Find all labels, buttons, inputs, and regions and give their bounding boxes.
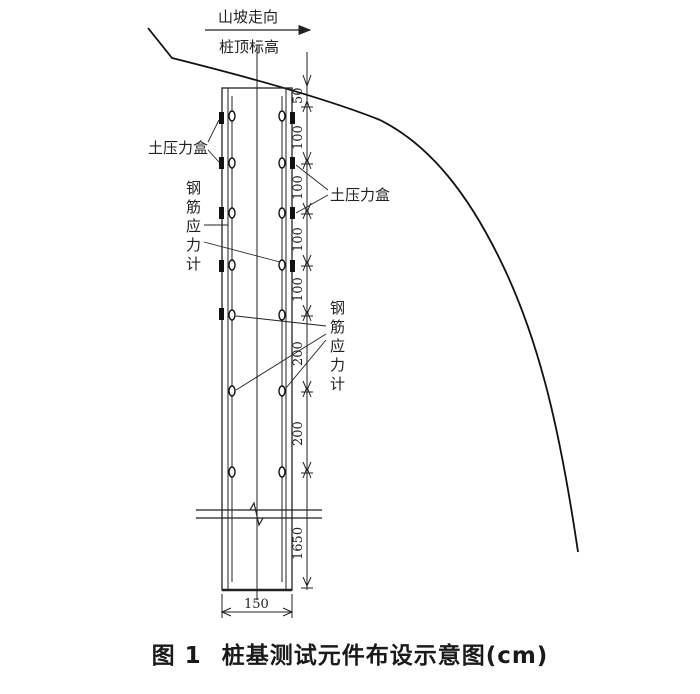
rebar-gauge-char: 钢 — [330, 299, 345, 317]
dim-label: 1650 — [291, 527, 306, 560]
dim-label: 200 — [291, 341, 306, 366]
gauge-marker — [278, 385, 286, 397]
width-dimension — [220, 594, 294, 618]
rebar-lines — [231, 96, 283, 582]
rebar-gauge-char: 筋 — [330, 318, 345, 336]
slope-direction-label: 山坡走向 — [218, 8, 278, 26]
pressure-cell-marker — [290, 260, 295, 272]
rebar-gauge-char: 计 — [186, 255, 201, 273]
rebar-gauge-char: 钢 — [186, 179, 201, 197]
gauge-marker — [278, 309, 286, 321]
pressure-cell-marker — [290, 112, 295, 124]
pile-diagram: 山坡走向 桩顶标高 — [147, 8, 579, 618]
gauge-marker — [228, 110, 236, 122]
dim-label: 100 — [291, 227, 306, 252]
figure-caption: 图 1 桩基测试元件布设示意图(cm) — [0, 636, 700, 670]
width-label: 150 — [244, 597, 269, 612]
pressure-cell-marker — [219, 157, 224, 169]
rebar-gauge-char: 计 — [330, 375, 345, 393]
caption-text: 桩基测试元件布设示意图(cm) — [221, 643, 549, 669]
pressure-cell-label-left: 土压力盒 — [148, 139, 208, 157]
pressure-cell-marker — [219, 112, 224, 124]
gauge-marker — [228, 259, 236, 271]
gauge-marker — [278, 157, 286, 169]
pressure-cell-marker — [290, 207, 295, 219]
pressure-cell-marker — [219, 308, 224, 320]
rebar-stress-gauges — [228, 110, 286, 478]
pressure-cell-leaders-left — [207, 119, 220, 163]
rebar-gauge-char: 力 — [330, 356, 345, 374]
pressure-cell-leaders-right — [295, 164, 329, 214]
gauge-marker — [228, 309, 236, 321]
rebar-gauge-leaders-right — [235, 315, 327, 391]
gauge-marker — [278, 466, 286, 478]
dim-label: 50 — [291, 87, 306, 104]
rebar-gauge-label-left: 钢 筋 应 力 计 — [186, 179, 201, 273]
dimension-labels: 50 100 100 100 100 200 200 1650 — [291, 87, 306, 560]
pressure-cell-label-right: 土压力盒 — [330, 186, 390, 204]
rebar-gauge-leaders-left — [203, 224, 281, 263]
slope-curve — [147, 27, 579, 553]
gauge-marker — [278, 207, 286, 219]
gauge-marker — [228, 385, 236, 397]
gauge-marker — [278, 110, 286, 122]
rebar-gauge-char: 应 — [186, 217, 201, 235]
pressure-cell-marker — [219, 207, 224, 219]
pressure-cell-marker — [219, 260, 224, 272]
gauge-marker — [228, 157, 236, 169]
dim-label: 200 — [291, 421, 306, 446]
pile-body — [196, 87, 322, 592]
dimension-chain — [301, 52, 313, 590]
dim-label: 100 — [291, 125, 306, 150]
caption-number: 图 1 — [151, 643, 202, 669]
dim-label: 100 — [291, 277, 306, 302]
earth-pressure-cells — [219, 112, 295, 320]
rebar-gauge-char: 力 — [186, 236, 201, 254]
gauge-marker — [228, 207, 236, 219]
gauge-marker — [228, 466, 236, 478]
rebar-gauge-label-right: 钢 筋 应 力 计 — [330, 299, 345, 393]
rebar-gauge-char: 应 — [330, 337, 345, 355]
pile-top-label: 桩顶标高 — [219, 38, 279, 56]
dim-label: 100 — [291, 175, 306, 200]
gauge-marker — [278, 259, 286, 271]
rebar-gauge-char: 筋 — [186, 198, 201, 216]
pressure-cell-marker — [290, 157, 295, 169]
